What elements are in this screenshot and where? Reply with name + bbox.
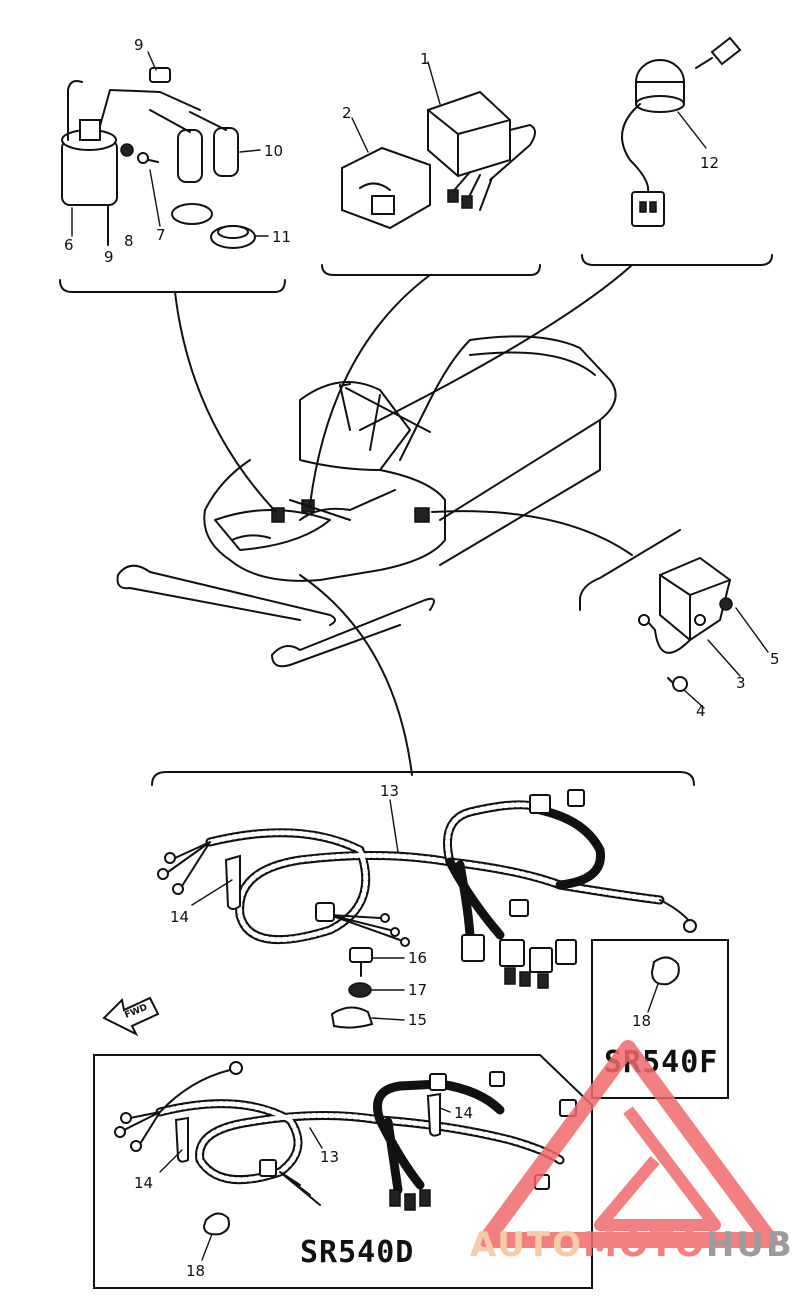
sr540d-box: 14 14 13 18 SR540D <box>93 1054 593 1289</box>
callout-14-sr540d-left: 14 <box>134 1174 153 1192</box>
triangle-logo-icon <box>478 1040 778 1248</box>
watermark-moto: MOTO <box>583 1225 706 1265</box>
callout-9: 9 <box>134 36 144 54</box>
callout-17: 17 <box>408 981 427 999</box>
snowmobile-illustration <box>116 335 617 668</box>
callout-10: 10 <box>264 142 283 160</box>
callout-6: 6 <box>64 236 74 254</box>
ignition-coil-group: 9 10 11 6 8 9 7 <box>59 36 291 293</box>
sr540d-label: SR540D <box>300 1235 414 1270</box>
callout-7: 7 <box>156 226 166 244</box>
callout-18-sr540d: 18 <box>186 1262 205 1280</box>
watermark-hub: HUB <box>706 1225 794 1265</box>
watermark: AUTOMOTOHUB <box>470 1040 794 1265</box>
callout-1: 1 <box>420 50 430 68</box>
callout-18: 18 <box>632 1012 651 1030</box>
callout-12: 12 <box>700 154 719 172</box>
callout-14: 14 <box>170 908 189 926</box>
callout-4: 4 <box>696 702 706 720</box>
callout-13-sr540d: 13 <box>320 1148 339 1166</box>
connector-lines <box>174 264 633 776</box>
callout-11: 11 <box>272 228 291 246</box>
forward-arrow-icon: FWD <box>102 996 160 1037</box>
watermark-auto: AUTO <box>470 1225 583 1265</box>
wire-harness-main: 13 14 16 17 15 <box>151 771 697 1029</box>
callout-15: 15 <box>408 1011 427 1029</box>
svg-text:AUTOMOTOHUB: AUTOMOTOHUB <box>470 1225 794 1265</box>
cdi-unit-group: 1 2 <box>321 50 541 276</box>
callout-5: 5 <box>770 650 780 668</box>
callout-8: 8 <box>124 232 134 250</box>
callout-13: 13 <box>380 782 399 800</box>
callout-2: 2 <box>342 104 352 122</box>
callout-16: 16 <box>408 949 427 967</box>
callout-9b: 9 <box>104 248 114 266</box>
callout-14-sr540d-right: 14 <box>454 1104 473 1122</box>
callout-3: 3 <box>736 674 746 692</box>
main-switch-group: 12 <box>581 36 773 266</box>
voltage-regulator-group: 5 3 4 <box>579 529 780 720</box>
